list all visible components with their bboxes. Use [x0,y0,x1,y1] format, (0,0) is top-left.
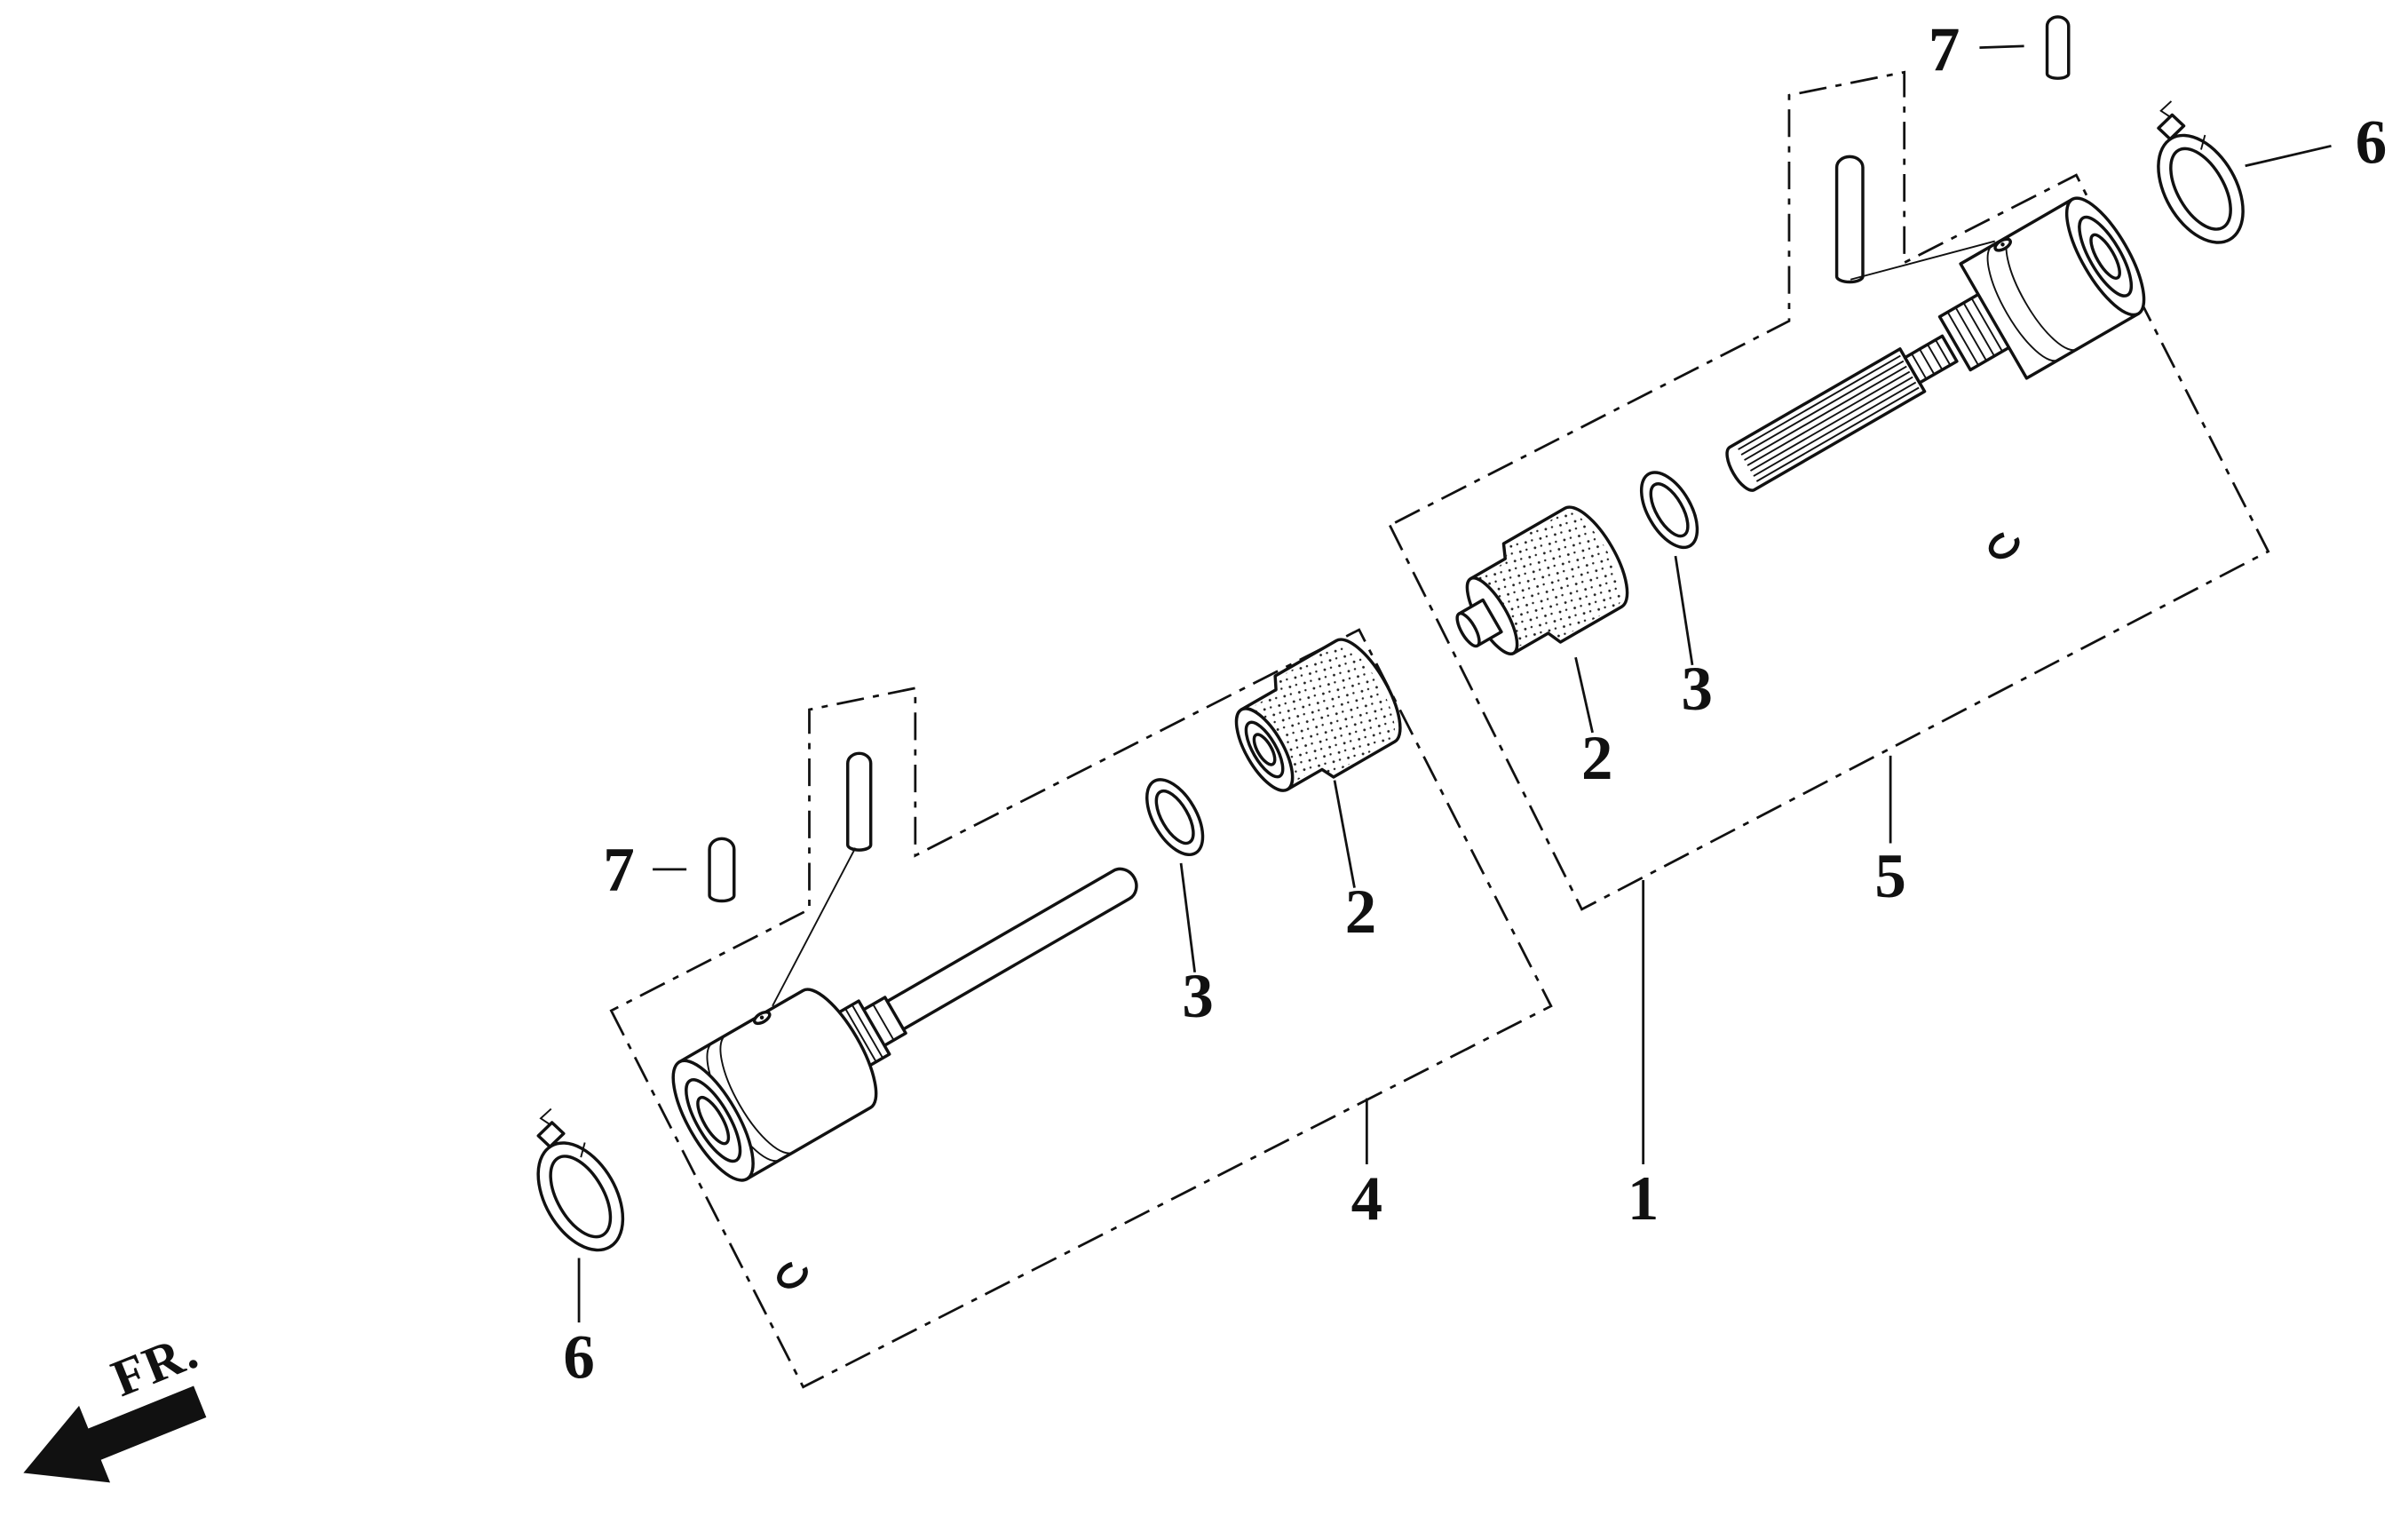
front-direction-indicator: FR. [23,1322,207,1483]
left-pin-hole-dot [759,1015,764,1020]
leader-2-left [1333,780,1356,888]
clip-ring [1988,531,2020,560]
right-pin-hole-dot [2000,242,2005,247]
callout-3-left-ring: 3 [1182,962,1213,1031]
left-housing-ridges [706,1034,795,1163]
left-spring-pin [846,751,873,852]
left-o-ring [1145,778,1205,857]
right-spring-pin-guide-line [1850,240,1995,281]
top-dowel-pin [2045,15,2071,80]
leader-6-top [2245,144,2332,168]
callout-7-left-pin: 7 [603,836,634,905]
leader-3-right [1674,555,1694,666]
left-axle-shaft [861,867,1138,1045]
leader-3-left [1179,862,1196,972]
phantom-boxes [609,70,2270,1389]
spline-neck [1903,334,1959,385]
clamp-hook [2159,100,2173,117]
callout-2-left-boot: 2 [1345,877,1376,947]
o-ring-inner [1154,789,1195,845]
leader-lines [577,44,2332,1323]
clamp-inner [2169,147,2232,231]
right-spline-shaft [1725,334,1959,492]
clamp-tab [2157,113,2186,141]
callout-6-top-right: 6 [2356,107,2387,177]
clamp-tab [536,1121,566,1148]
left-clamp-band [536,1107,625,1252]
clamp-gap [2200,134,2206,150]
fr-arrow-icon [23,1385,207,1483]
left-spring-pin-guide-line [772,847,857,1007]
right-dust-boot [1455,505,1629,655]
right-pins [1834,15,2071,284]
phantom-box-left-axle [609,628,1553,1389]
phantom-box-right-axle [1388,70,2270,911]
boot-texture [1475,512,1622,649]
left-collar-ridge [872,1004,895,1041]
callout-4: 4 [1351,1164,1382,1234]
clamp-gap [580,1142,586,1158]
left-pins [708,751,873,1007]
clamp-inner [549,1155,613,1239]
callout-2-right-boot: 2 [1581,724,1612,793]
callout-6-bottom-left: 6 [563,1322,594,1392]
callout-3-right-ring: 3 [1681,655,1712,724]
callout-labels: 7 6 2 3 5 1 4 2 3 7 6 [563,16,2387,1393]
left-dowel-pin [708,837,736,903]
clamp-hook [539,1107,552,1125]
callout-5: 5 [1874,842,1905,911]
left-snap-clip [777,1261,808,1289]
spline-grooves [1738,354,1920,482]
spline-neck-rings [1911,339,1952,380]
right-joint-housing [1937,196,2146,380]
right-snap-clip [1988,531,2020,560]
callout-1: 1 [1628,1164,1659,1234]
right-o-ring [1639,471,1699,550]
callout-7-top: 7 [1929,16,1960,85]
clip-ring [777,1261,808,1289]
leader-2-right [1574,656,1594,734]
o-ring-inner [1649,482,1690,538]
right-neck-rings [1946,298,2003,366]
boot-bore [1252,733,1277,766]
right-joint-bore [2089,233,2121,280]
left-axle-assembly [671,867,1138,1182]
left-joint-bore [696,1095,731,1146]
boot-neck-face [1455,611,1481,648]
right-spring-pin [1834,155,1865,284]
right-clamp-band [2157,100,2245,244]
left-dust-boot [1234,638,1402,792]
leader-7-top [1979,44,2024,49]
